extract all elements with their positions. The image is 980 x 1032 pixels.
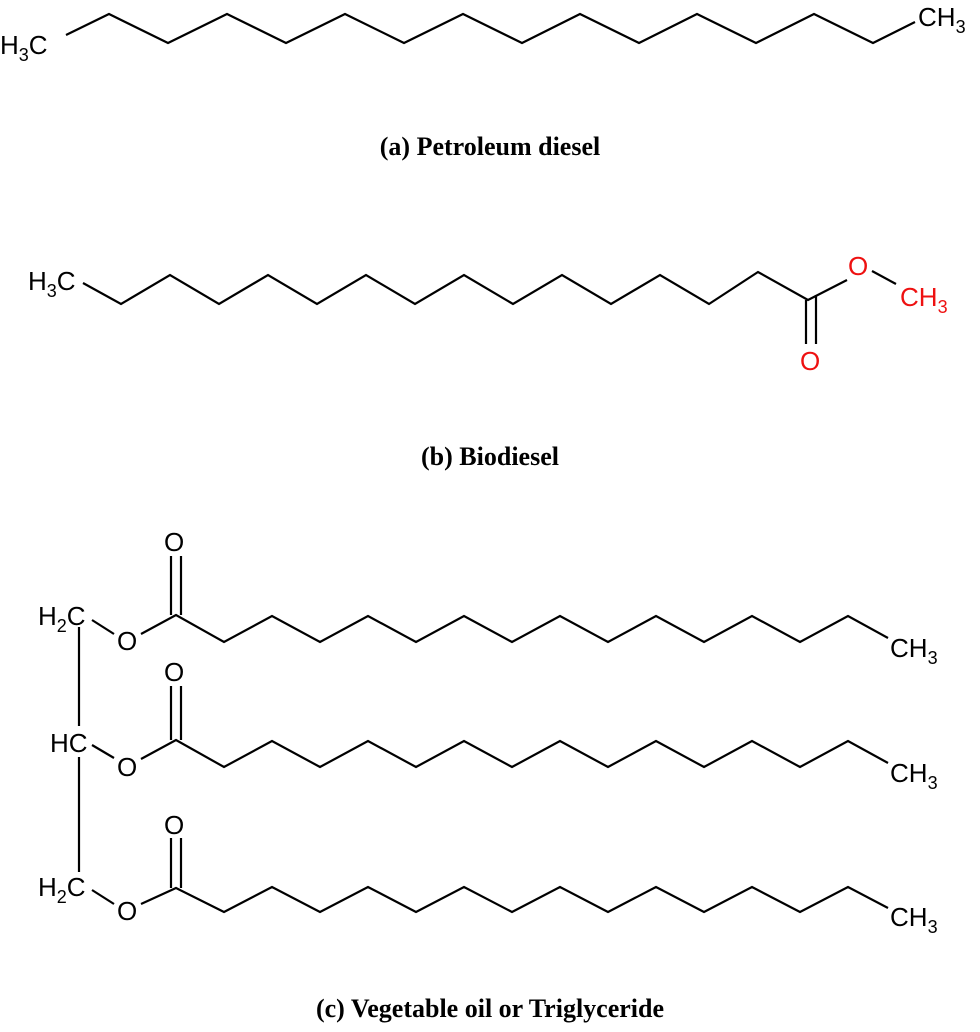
caption-biodiesel: (b) Biodiesel [421,442,559,471]
ester-oxygen: O [117,752,137,782]
carbonyl-oxygen: O [800,346,820,376]
ch3-end-group: CH3 [890,902,938,937]
alkyl-chain [140,885,889,914]
carbonyl-oxygen: O [164,527,184,557]
ch3-end-group: CH3 [890,758,938,793]
fatty-acid-chain-2: O O CH3 [91,657,938,793]
carbonyl-oxygen: O [164,810,184,840]
carbonyl-oxygen: O [164,657,184,687]
alkyl-chain [140,738,889,769]
petroleum-diesel-structure: H3C CH3 [0,2,966,65]
glycerol-ch2-bottom: H2C [38,872,86,907]
caption-petroleum-diesel: (a) Petroleum diesel [379,132,601,161]
biodiesel-structure: H3C O O CH3 [28,251,948,376]
c-o-bond [91,619,115,635]
ch3-right-group: CH3 [918,2,966,37]
glycerol-ch-middle: HC [50,728,88,758]
ester-oxygen: O [117,626,137,656]
c-o-bond [91,744,115,759]
alkane-chain [65,12,916,45]
ester-oxygen: O [117,896,137,926]
methyl-group: CH3 [900,282,948,317]
ester-oxygen: O [848,251,868,281]
fatty-acid-chain-3: O O CH3 [91,810,938,937]
caption-triglyceride: (c) Vegetable oil or Triglyceride [315,994,665,1023]
c-o-bond [91,889,115,905]
h3c-left-group: H3C [28,266,76,301]
glycerol-ch2-top: H2C [38,601,86,636]
fatty-acid-chain [82,270,848,306]
o-ch3-bond [871,270,897,285]
fatty-acid-chain-1: O O CH3 [91,527,938,668]
alkyl-chain [140,613,889,644]
ch3-end-group: CH3 [890,633,938,668]
h3c-left-group: H3C [0,30,48,65]
triglyceride-structure: H2C HC H2C O O CH3 O O CH3 O [38,527,938,937]
